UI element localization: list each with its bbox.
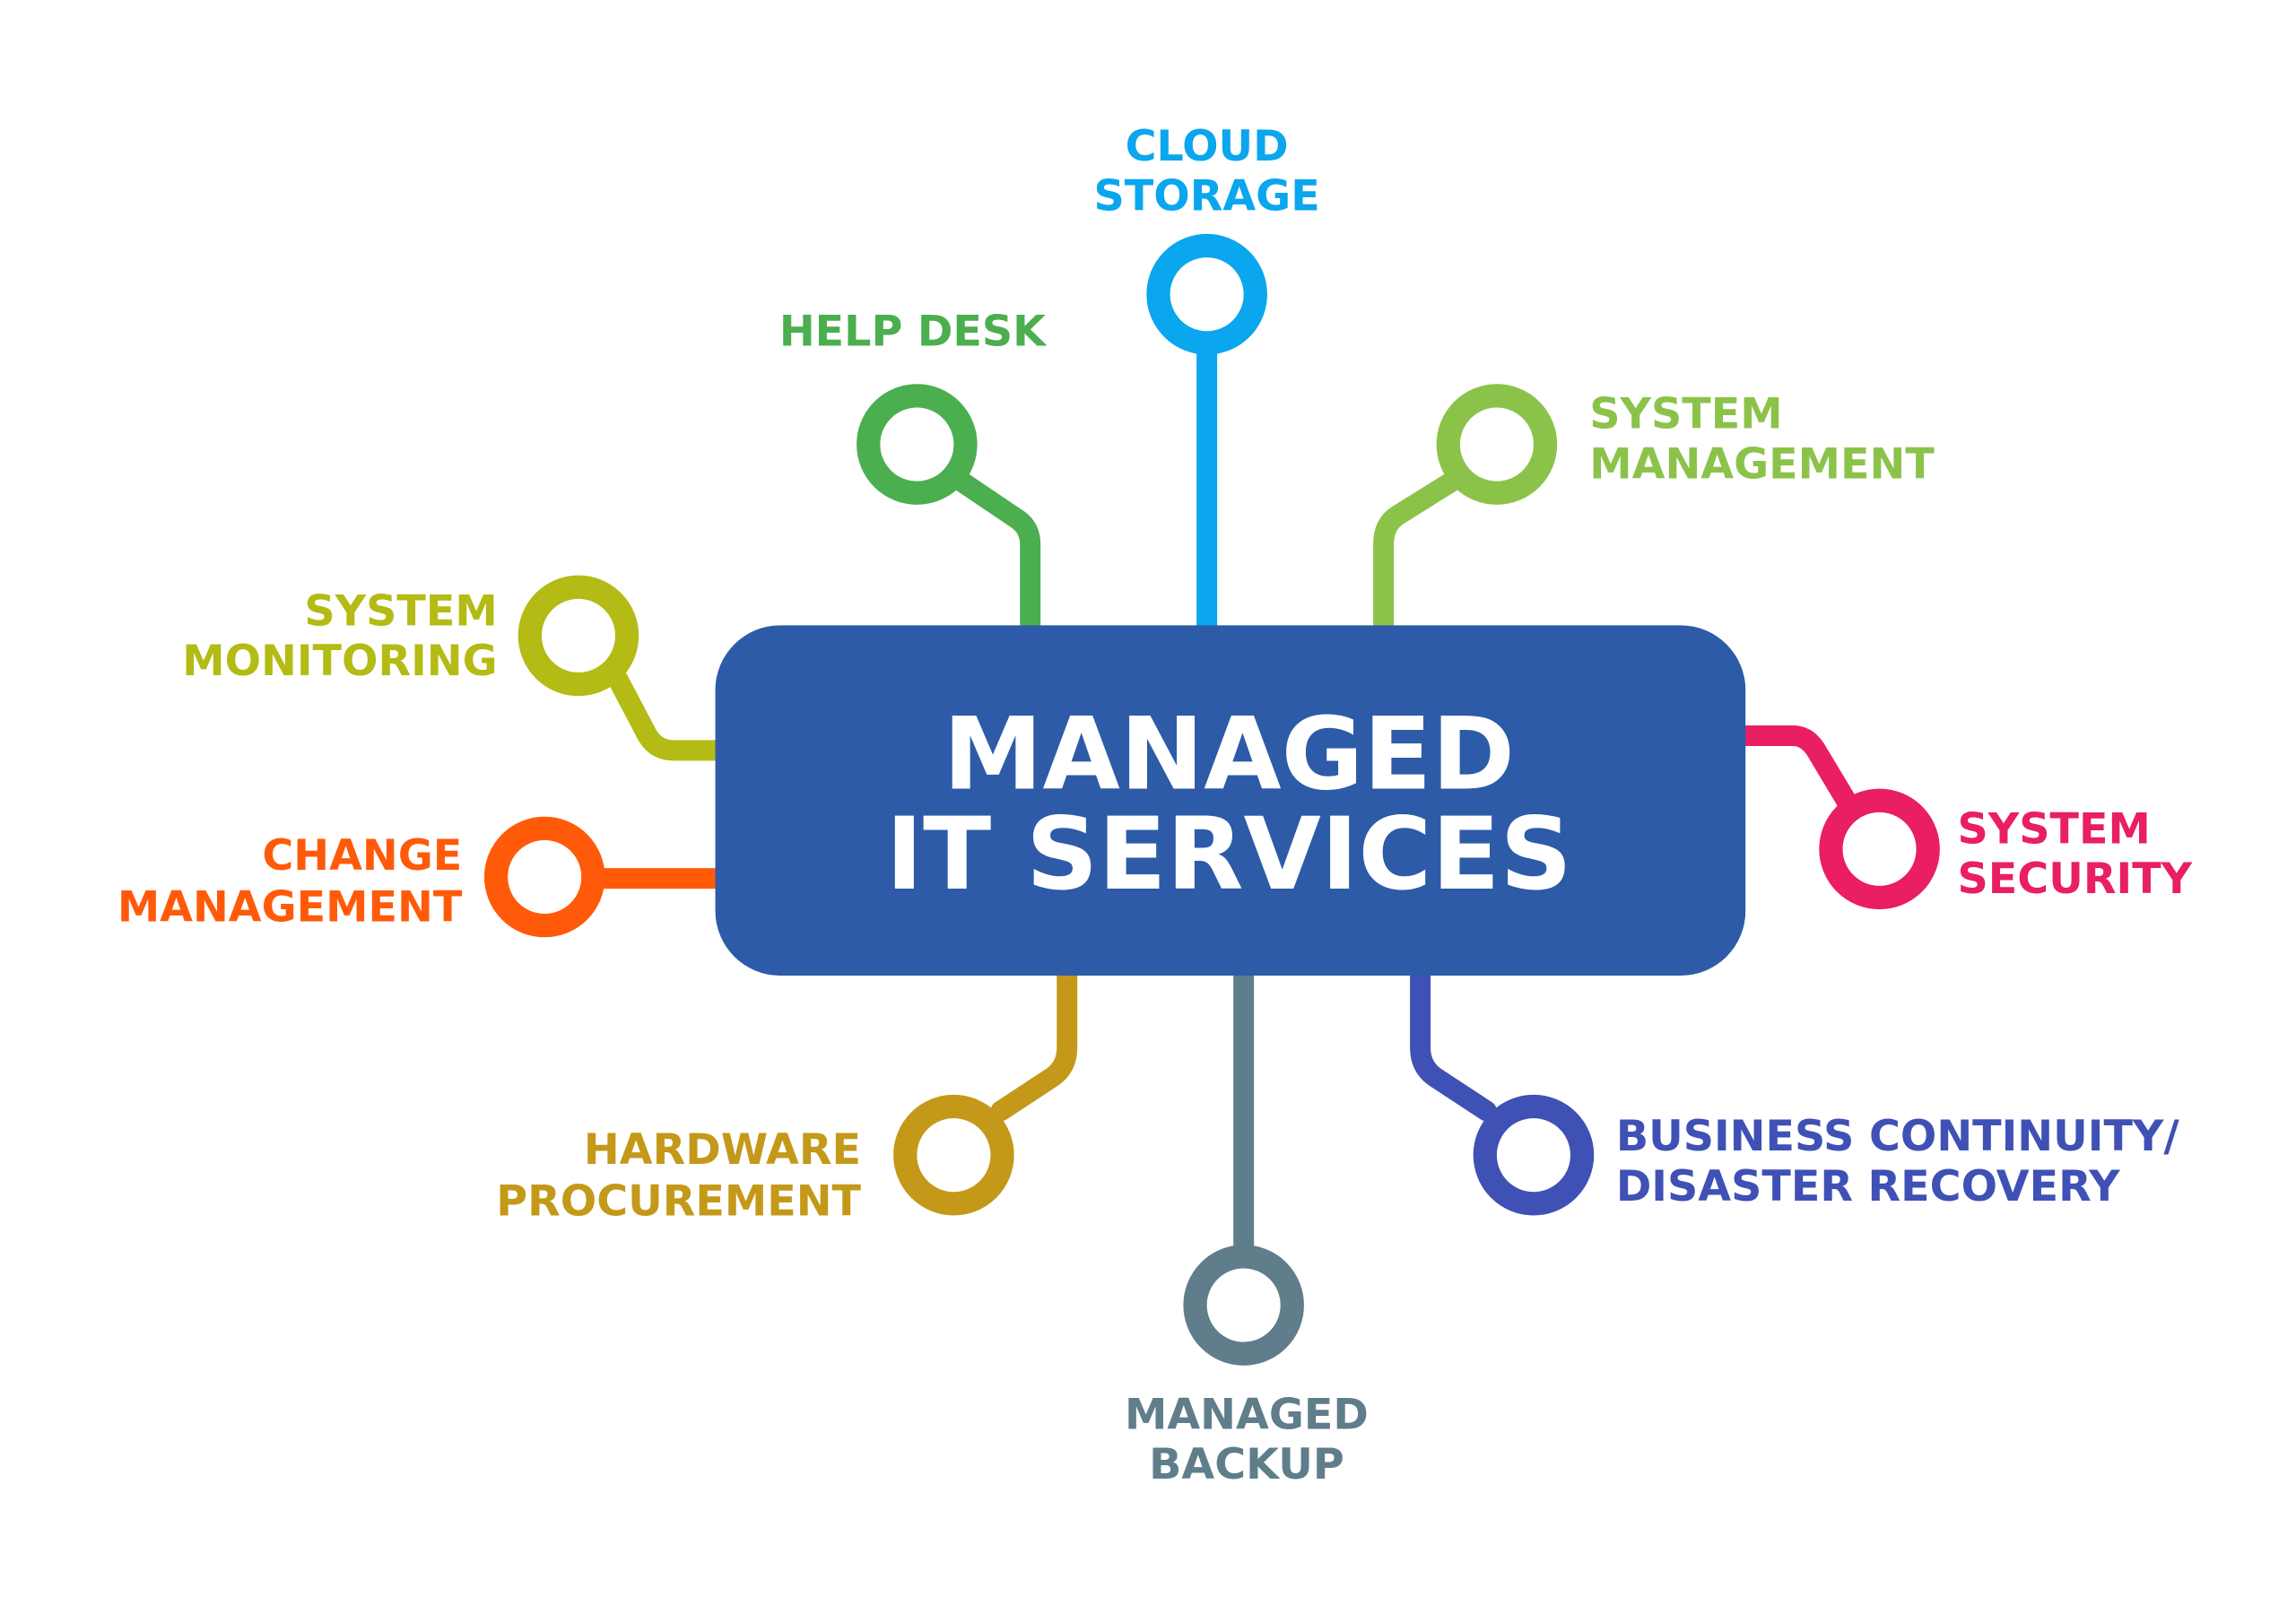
center-title-line1: MANAGED — [943, 697, 1515, 813]
labels: CLOUD STORAGE HELP DESK SYSTEM MANAGEMEN… — [117, 122, 2193, 1489]
label-help-desk: HELP DESK — [779, 308, 1048, 357]
label-system-management-1: SYSTEM — [1589, 390, 1782, 439]
node-change-management — [483, 816, 605, 938]
connector-business-continuity — [1410, 958, 1497, 1122]
label-managed-backup-1: MANAGED — [1125, 1390, 1369, 1439]
label-system-monitoring-1: SYSTEM — [304, 586, 497, 636]
node-circles — [483, 233, 1940, 1366]
label-change-management-1: CHANGE — [262, 831, 462, 881]
label-cloud-storage-1: CLOUD — [1126, 122, 1289, 171]
node-system-monitoring — [517, 575, 639, 697]
label-change-management-2: MANAGEMENT — [117, 882, 463, 932]
node-hardware-procurement — [893, 1094, 1014, 1216]
connector-hardware-procurement — [990, 958, 1078, 1122]
label-business-continuity-1: BUSINESS CONTINUITY/ — [1616, 1112, 2180, 1161]
connector-system-management — [1373, 467, 1468, 644]
connector-system-security — [1726, 725, 1857, 812]
label-cloud-storage-2: STORAGE — [1094, 172, 1320, 221]
connectors — [581, 331, 1857, 1269]
label-system-monitoring-2: MONITORING — [182, 637, 497, 686]
label-hardware-procurement-2: PROCUREMENT — [496, 1176, 861, 1226]
node-system-security — [1819, 788, 1940, 910]
center-title-line2: IT SERVICES — [886, 796, 1572, 913]
node-cloud-storage — [1146, 233, 1267, 355]
center-box — [715, 625, 1746, 976]
label-system-security-2: SECURITY — [1958, 855, 2193, 904]
connector-help-desk — [946, 467, 1041, 644]
label-business-continuity-2: DISASTER RECOVERY — [1616, 1162, 2120, 1211]
node-help-desk — [857, 384, 978, 505]
label-system-security-1: SYSTEM — [1958, 804, 2151, 854]
node-managed-backup — [1183, 1245, 1304, 1366]
label-managed-backup-2: BACKUP — [1149, 1440, 1344, 1489]
node-business-continuity — [1473, 1094, 1595, 1216]
label-system-management-2: MANAGEMENT — [1589, 439, 1935, 489]
node-system-management — [1436, 384, 1558, 505]
connector-system-monitoring — [607, 669, 732, 761]
label-hardware-procurement-1: HARDWARE — [584, 1125, 861, 1175]
